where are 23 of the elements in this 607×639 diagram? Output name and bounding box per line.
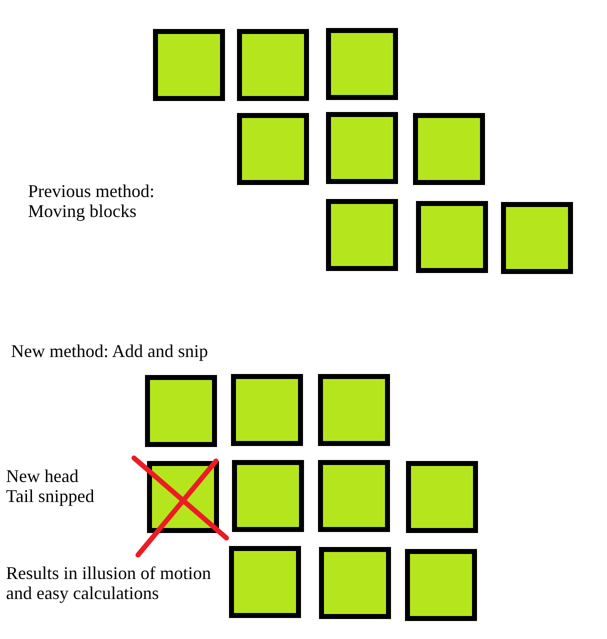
block [237,29,309,101]
block [231,374,303,446]
block [416,201,488,273]
block [229,546,301,618]
block [237,113,309,185]
block [232,460,304,532]
annotation-text: Results in illusion of motion and easy calculations [6,563,212,603]
block [413,113,485,185]
annotation-text: New head [6,466,78,486]
block [326,112,398,184]
block [319,547,391,619]
section-heading: New method: Add and snip [11,341,208,361]
block [326,199,398,271]
block [153,29,225,101]
block [318,374,390,446]
annotation-text: Tail snipped [6,486,94,506]
block [405,549,477,621]
block [406,461,478,533]
block [145,375,217,447]
block [501,202,573,274]
block [326,28,398,100]
section-heading: Previous method: Moving blocks [28,181,156,221]
block [318,460,390,532]
